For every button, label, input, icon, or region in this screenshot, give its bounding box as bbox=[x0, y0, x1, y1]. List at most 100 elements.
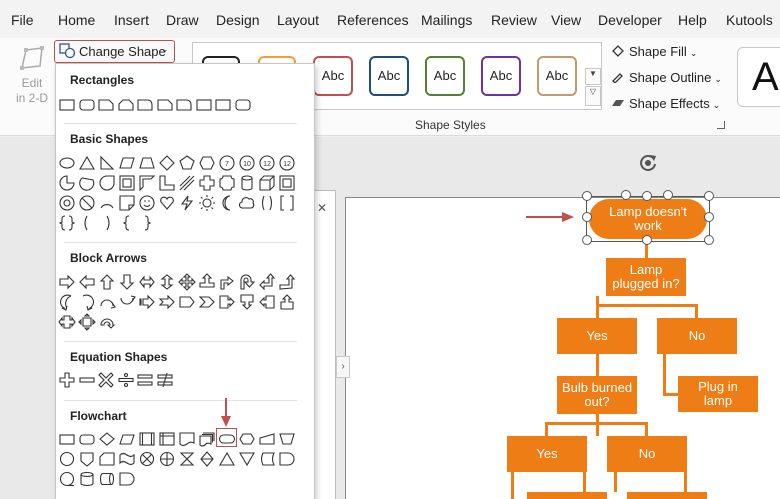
shape-effects-button[interactable]: Shape Effects⌄ bbox=[611, 96, 720, 111]
shape-para-icon[interactable] bbox=[118, 154, 136, 172]
shape-halfframe-icon[interactable] bbox=[138, 174, 156, 192]
shape-fManIn-icon[interactable] bbox=[258, 430, 276, 448]
menu-view[interactable]: View bbox=[551, 12, 582, 28]
shape-rtri-icon[interactable] bbox=[98, 154, 116, 172]
shape-round1-icon[interactable] bbox=[136, 96, 154, 114]
flowchart-start-terminator[interactable]: Lamp doesn't work bbox=[589, 199, 707, 239]
shape-rect-icon[interactable] bbox=[58, 96, 76, 114]
menu-mailings[interactable]: Mailings bbox=[421, 12, 473, 28]
expand-pane-button[interactable]: › bbox=[336, 356, 350, 378]
shape-arCallD-icon[interactable] bbox=[238, 293, 256, 311]
shape-ar4-icon[interactable] bbox=[178, 273, 196, 291]
resize-handle[interactable] bbox=[704, 212, 714, 222]
shape-arCallL-icon[interactable] bbox=[258, 293, 276, 311]
style-sample-5[interactable]: Abc bbox=[537, 56, 577, 96]
shape-arBent-icon[interactable] bbox=[218, 273, 236, 291]
shape-fPredef-icon[interactable] bbox=[138, 430, 156, 448]
flowchart-yes-1[interactable]: Yes bbox=[557, 318, 637, 354]
style-sample-2[interactable]: Abc bbox=[369, 56, 409, 96]
menu-references[interactable]: References bbox=[337, 12, 409, 28]
shape-fSeq-icon[interactable] bbox=[58, 470, 76, 488]
shape-heart-icon[interactable] bbox=[158, 194, 176, 212]
shape-fSumJ-icon[interactable] bbox=[138, 450, 156, 468]
shape-fDecision-icon[interactable] bbox=[98, 430, 116, 448]
shape-fOr-icon[interactable] bbox=[158, 450, 176, 468]
shape-fConn-icon[interactable] bbox=[58, 450, 76, 468]
shape-arUturn-icon[interactable] bbox=[238, 273, 256, 291]
shape-cloud-icon[interactable] bbox=[238, 194, 256, 212]
shape-rect-icon[interactable] bbox=[195, 96, 213, 114]
menu-developer[interactable]: Developer bbox=[598, 12, 662, 28]
shape-diamond-icon[interactable] bbox=[158, 154, 176, 172]
shape-arCall4-icon[interactable] bbox=[78, 313, 96, 331]
shape-tear-icon[interactable] bbox=[98, 174, 116, 192]
shape-arR-icon[interactable] bbox=[58, 273, 76, 291]
shape-fTape-icon[interactable] bbox=[118, 450, 136, 468]
shape-chord-icon[interactable] bbox=[78, 174, 96, 192]
shape-arCallR-icon[interactable] bbox=[218, 293, 236, 311]
resize-handle[interactable] bbox=[582, 212, 592, 222]
shape-moon-icon[interactable] bbox=[218, 194, 236, 212]
gallery-more-button[interactable]: ▽ bbox=[585, 86, 601, 106]
shape-arTee-icon[interactable] bbox=[198, 273, 216, 291]
shape-arBU-icon[interactable] bbox=[278, 273, 296, 291]
shape-fProcess-icon[interactable] bbox=[58, 430, 76, 448]
shape-fDelay-icon[interactable] bbox=[278, 450, 296, 468]
shape-frame-icon[interactable] bbox=[118, 174, 136, 192]
shape-arUD-icon[interactable] bbox=[158, 273, 176, 291]
shape-arL-icon[interactable] bbox=[78, 273, 96, 291]
gallery-scroll-down[interactable]: ▼ bbox=[585, 68, 601, 85]
shape-fCard-icon[interactable] bbox=[98, 450, 116, 468]
rotate-handle-icon[interactable] bbox=[637, 152, 659, 174]
shape-fStored-icon[interactable] bbox=[258, 450, 276, 468]
menu-review[interactable]: Review bbox=[491, 12, 537, 28]
shape-fOffpage-icon[interactable] bbox=[78, 450, 96, 468]
shape-oval-icon[interactable] bbox=[58, 154, 76, 172]
shape-arCallU-icon[interactable] bbox=[278, 293, 296, 311]
resize-handle[interactable] bbox=[704, 235, 714, 245]
shape-rbrace-icon[interactable] bbox=[138, 214, 156, 232]
flowchart-no-2[interactable]: No bbox=[607, 436, 687, 472]
shape-fDirect-icon[interactable] bbox=[98, 470, 116, 488]
shape-eq-icon[interactable] bbox=[136, 371, 154, 389]
change-shape-button[interactable]: Change Shape ⌄ bbox=[54, 40, 175, 63]
shape-arChev-icon[interactable] bbox=[198, 293, 216, 311]
shape-dodec-icon[interactable]: 12 bbox=[258, 154, 276, 172]
shape-nosym-icon[interactable] bbox=[78, 194, 96, 212]
dialog-launcher-icon[interactable] bbox=[717, 121, 725, 129]
flowchart-yes-2[interactable]: Yes bbox=[507, 436, 587, 472]
shape-fAlt-icon[interactable] bbox=[78, 430, 96, 448]
shape-fManOp-icon[interactable] bbox=[278, 430, 296, 448]
style-sample-3[interactable]: Abc bbox=[425, 56, 465, 96]
shape-pent-icon[interactable] bbox=[178, 154, 196, 172]
shape-cross-icon[interactable] bbox=[198, 174, 216, 192]
shape-sun-icon[interactable] bbox=[198, 194, 216, 212]
menu-layout[interactable]: Layout bbox=[277, 12, 320, 28]
wordart-style-sample[interactable]: A bbox=[737, 47, 780, 107]
shape-arLU-icon[interactable] bbox=[258, 273, 276, 291]
shape-fSort-icon[interactable] bbox=[198, 450, 216, 468]
shape-fMerge-icon[interactable] bbox=[238, 450, 256, 468]
shape-arCurvL-icon[interactable] bbox=[78, 293, 96, 311]
shape-fMultiDoc-icon[interactable] bbox=[198, 430, 216, 448]
flowchart-box-partial[interactable] bbox=[527, 492, 607, 499]
shape-rrect-icon[interactable] bbox=[234, 96, 252, 114]
shape-arNotch-icon[interactable] bbox=[158, 293, 176, 311]
menu-file[interactable]: File bbox=[11, 12, 34, 28]
shape-brackp-icon[interactable] bbox=[258, 194, 276, 212]
shape-arCurvR-icon[interactable] bbox=[58, 293, 76, 311]
shape-mult-icon[interactable] bbox=[97, 371, 115, 389]
shape-fTerm-icon[interactable] bbox=[218, 430, 236, 448]
flowchart-question-bulb[interactable]: Bulb burned out? bbox=[557, 376, 637, 414]
shape-adjust-handle[interactable] bbox=[621, 190, 631, 200]
menu-home[interactable]: Home bbox=[58, 12, 96, 28]
shape-fData-icon[interactable] bbox=[118, 430, 136, 448]
shape-smile-icon[interactable] bbox=[138, 194, 156, 212]
resize-handle[interactable] bbox=[582, 235, 592, 245]
shape-neq-icon[interactable] bbox=[156, 371, 174, 389]
shape-lbrackp-icon[interactable] bbox=[78, 214, 96, 232]
shape-pie-icon[interactable] bbox=[58, 174, 76, 192]
shape-fExtract-icon[interactable] bbox=[218, 450, 236, 468]
shape-hex-icon[interactable] bbox=[198, 154, 216, 172]
resize-handle[interactable] bbox=[642, 235, 652, 245]
